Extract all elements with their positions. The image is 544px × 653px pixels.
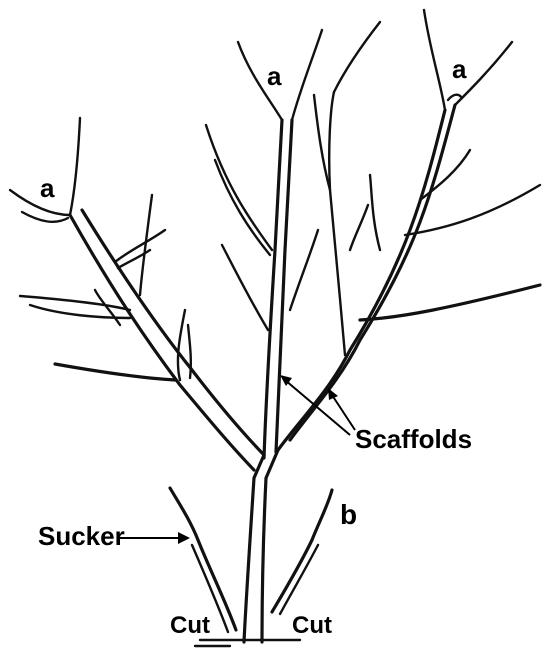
sucker-arrow bbox=[120, 532, 190, 544]
label-scaffolds: Scaffolds bbox=[355, 424, 472, 454]
label-b: b bbox=[340, 499, 357, 530]
label-a-right: a bbox=[452, 54, 467, 84]
center-leader bbox=[206, 30, 322, 458]
label-cut-right: Cut bbox=[292, 612, 332, 639]
ground-lines bbox=[195, 640, 300, 646]
label-a-left: a bbox=[40, 173, 55, 203]
label-a-center: a bbox=[267, 61, 282, 91]
label-sucker: Sucker bbox=[38, 521, 125, 551]
label-cut-left: Cut bbox=[170, 612, 210, 639]
sucker-branch bbox=[170, 488, 236, 632]
left-scaffold bbox=[10, 118, 264, 470]
branch-b bbox=[272, 490, 332, 614]
